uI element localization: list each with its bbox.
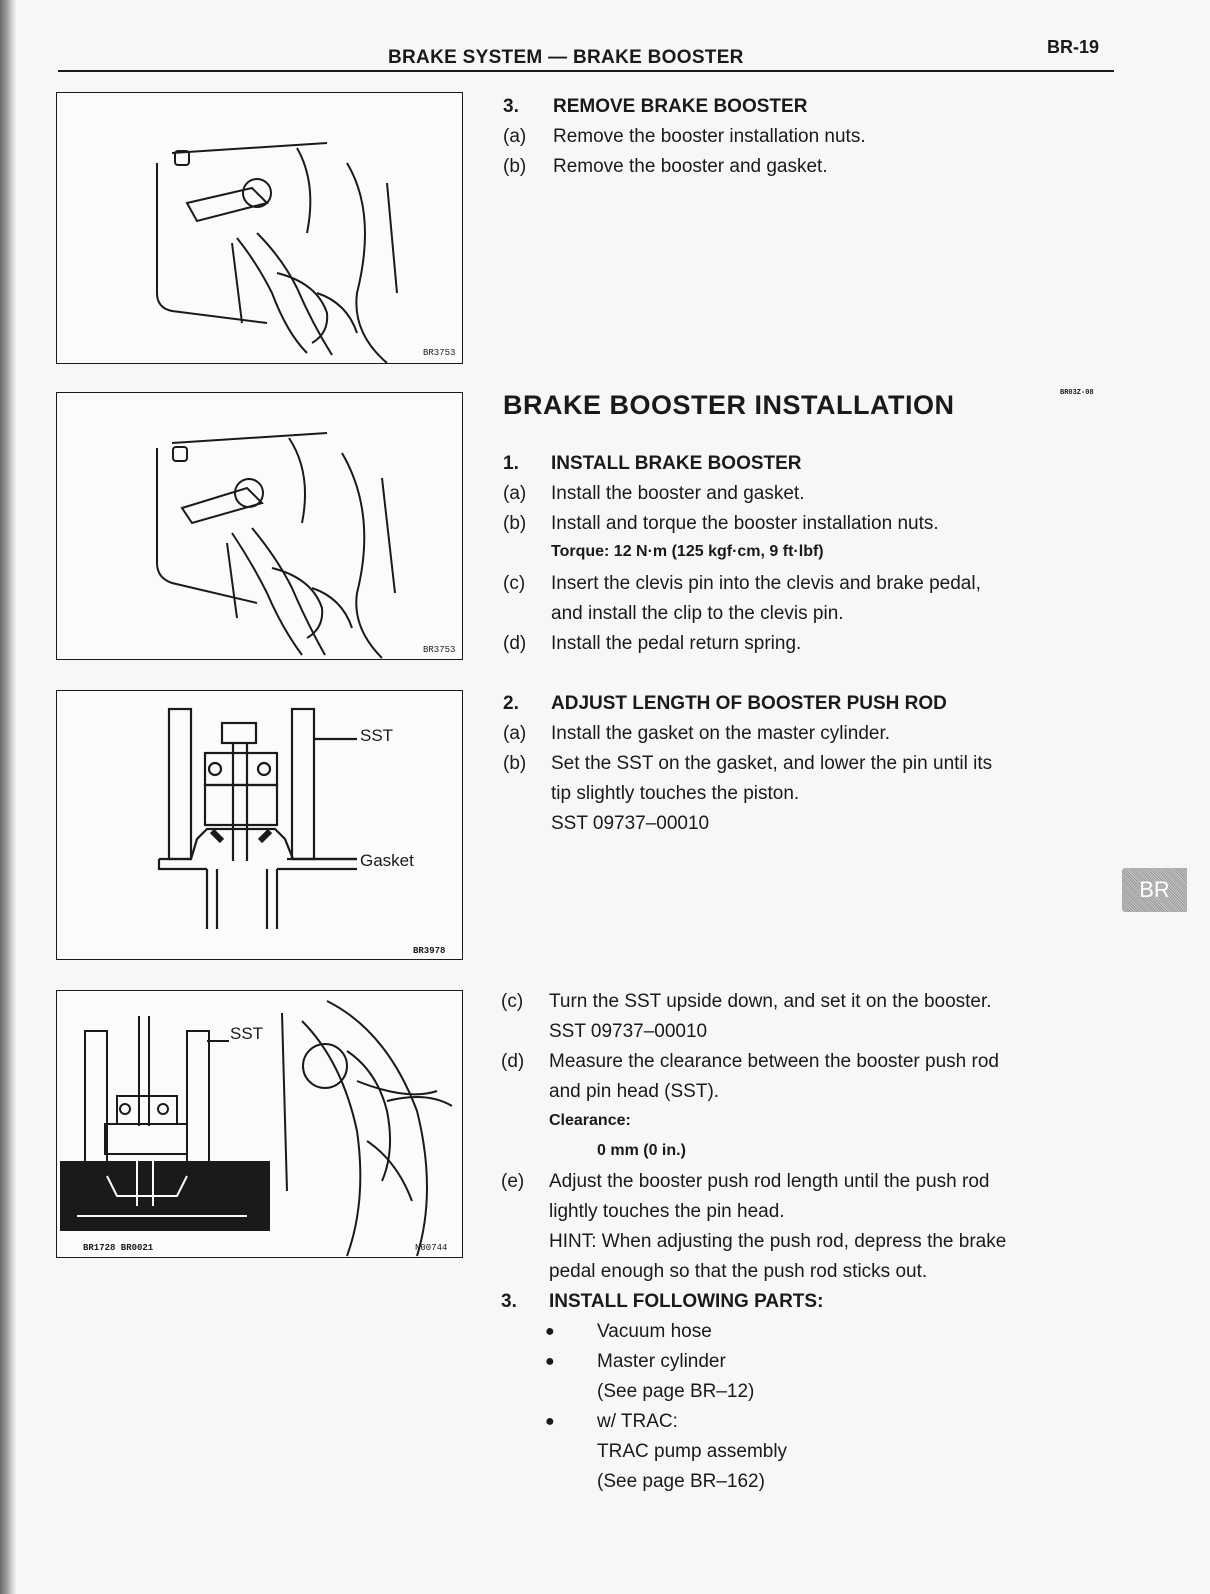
- removal-item-text: Remove the booster and gasket.: [553, 156, 828, 177]
- step2-a-text: Install the gasket on the master cylinde…: [551, 723, 891, 744]
- step1-d-text: Install the pedal return spring.: [551, 633, 802, 654]
- step1-c-line2: and install the clip to the clevis pin.: [551, 603, 844, 624]
- step2-d-line2: and pin head (SST).: [549, 1081, 720, 1102]
- hint-line2: pedal enough so that the push rod sticks…: [549, 1261, 928, 1282]
- step2-e-line1: Adjust the booster push rod length until…: [549, 1171, 990, 1192]
- figure-remove-booster: BR3753: [56, 92, 463, 364]
- clearance-value: 0 mm (0 in.): [597, 1142, 686, 1159]
- step2-b-letter: (b): [503, 753, 527, 774]
- figure-code-right: N00744: [415, 1243, 448, 1253]
- step2-a-letter: (a): [503, 723, 527, 744]
- step1-b-letter: (b): [503, 513, 527, 534]
- step2-d-letter: (d): [501, 1051, 525, 1072]
- torque-spec: Torque: 12 N·m (125 kgf·cm, 9 ft·lbf): [551, 543, 824, 560]
- step2-c-line1: Turn the SST upside down, and set it on …: [549, 991, 992, 1012]
- step2-number: 2.: [503, 693, 519, 714]
- removal-step-title: REMOVE BRAKE BOOSTER: [553, 96, 808, 117]
- label-sst: SST: [230, 1024, 264, 1043]
- step1-d-letter: (d): [503, 633, 527, 654]
- section-tab-br: BR: [1122, 868, 1187, 912]
- part-item-reference: (See page BR–162): [597, 1471, 765, 1492]
- label-gasket: Gasket: [360, 851, 414, 870]
- step2-c-sst: SST 09737–00010: [549, 1021, 708, 1042]
- clearance-label: Clearance:: [549, 1112, 631, 1129]
- figure-sst-on-booster: SST BR1728 BR0021 N00744: [56, 990, 463, 1258]
- part-item: w/ TRAC:: [597, 1411, 678, 1432]
- removal-item-letter: (a): [503, 126, 527, 147]
- removal-item-text: Remove the booster installation nuts.: [553, 126, 866, 147]
- figure-code: BR3978: [413, 946, 446, 956]
- removal-step-number: 3.: [503, 96, 519, 117]
- step1-number: 1.: [503, 453, 519, 474]
- step1-a-letter: (a): [503, 483, 527, 504]
- step1-a-text: Install the booster and gasket.: [551, 483, 805, 504]
- figure-code: BR3753: [423, 645, 456, 655]
- page-spine-shadow: [0, 0, 16, 1594]
- wrench-illustration: [156, 142, 398, 363]
- bullet-icon: ●: [545, 1323, 555, 1340]
- step2-d-line1: Measure the clearance between the booste…: [549, 1051, 999, 1072]
- step2-e-line2: lightly touches the pin head.: [549, 1201, 785, 1222]
- bullet-icon: ●: [545, 1353, 555, 1370]
- part-item: Master cylinder: [597, 1351, 726, 1372]
- figure-code-left: BR1728 BR0021: [83, 1243, 154, 1253]
- step2-title: ADJUST LENGTH OF BOOSTER PUSH ROD: [551, 693, 947, 714]
- step1-c-line1: Insert the clevis pin into the clevis an…: [551, 573, 981, 594]
- figure-install-booster: BR3753: [56, 392, 463, 660]
- part-item-reference: (See page BR–12): [597, 1381, 755, 1402]
- figure-sst-on-master-cylinder: SST Gasket BR3978: [56, 690, 463, 960]
- wrench-illustration: [156, 432, 396, 659]
- page-number: BR-19: [1047, 37, 1100, 57]
- part-item-detail: TRAC pump assembly: [597, 1441, 788, 1462]
- step1-title: INSTALL BRAKE BOOSTER: [551, 453, 802, 474]
- step2-c-letter: (c): [501, 991, 524, 1012]
- removal-item-letter: (b): [503, 156, 527, 177]
- label-sst: SST: [360, 726, 394, 745]
- step2-e-letter: (e): [501, 1171, 525, 1192]
- part-item: Vacuum hose: [597, 1321, 712, 1342]
- document-id: BR03Z-08: [1060, 389, 1094, 397]
- sst-booster-diagram: [60, 1000, 453, 1257]
- installation-heading: BRAKE BOOSTER INSTALLATION: [503, 390, 955, 420]
- step3-title: INSTALL FOLLOWING PARTS:: [549, 1291, 824, 1312]
- section-header-title: BRAKE SYSTEM — BRAKE BOOSTER: [388, 47, 744, 68]
- step3-number: 3.: [501, 1291, 517, 1312]
- sst-gasket-diagram: [157, 707, 357, 929]
- step2-b-line2: tip slightly touches the piston.: [551, 783, 800, 804]
- step2-b-sst: SST 09737–00010: [551, 813, 710, 834]
- step2-b-line1: Set the SST on the gasket, and lower the…: [551, 753, 993, 774]
- figure-code: BR3753: [423, 348, 456, 358]
- bullet-icon: ●: [545, 1413, 555, 1430]
- step1-c-letter: (c): [503, 573, 526, 594]
- step1-b-text: Install and torque the booster installat…: [551, 513, 939, 534]
- hint-line1: HINT: When adjusting the push rod, depre…: [549, 1231, 1007, 1252]
- header-rule: [58, 70, 1114, 72]
